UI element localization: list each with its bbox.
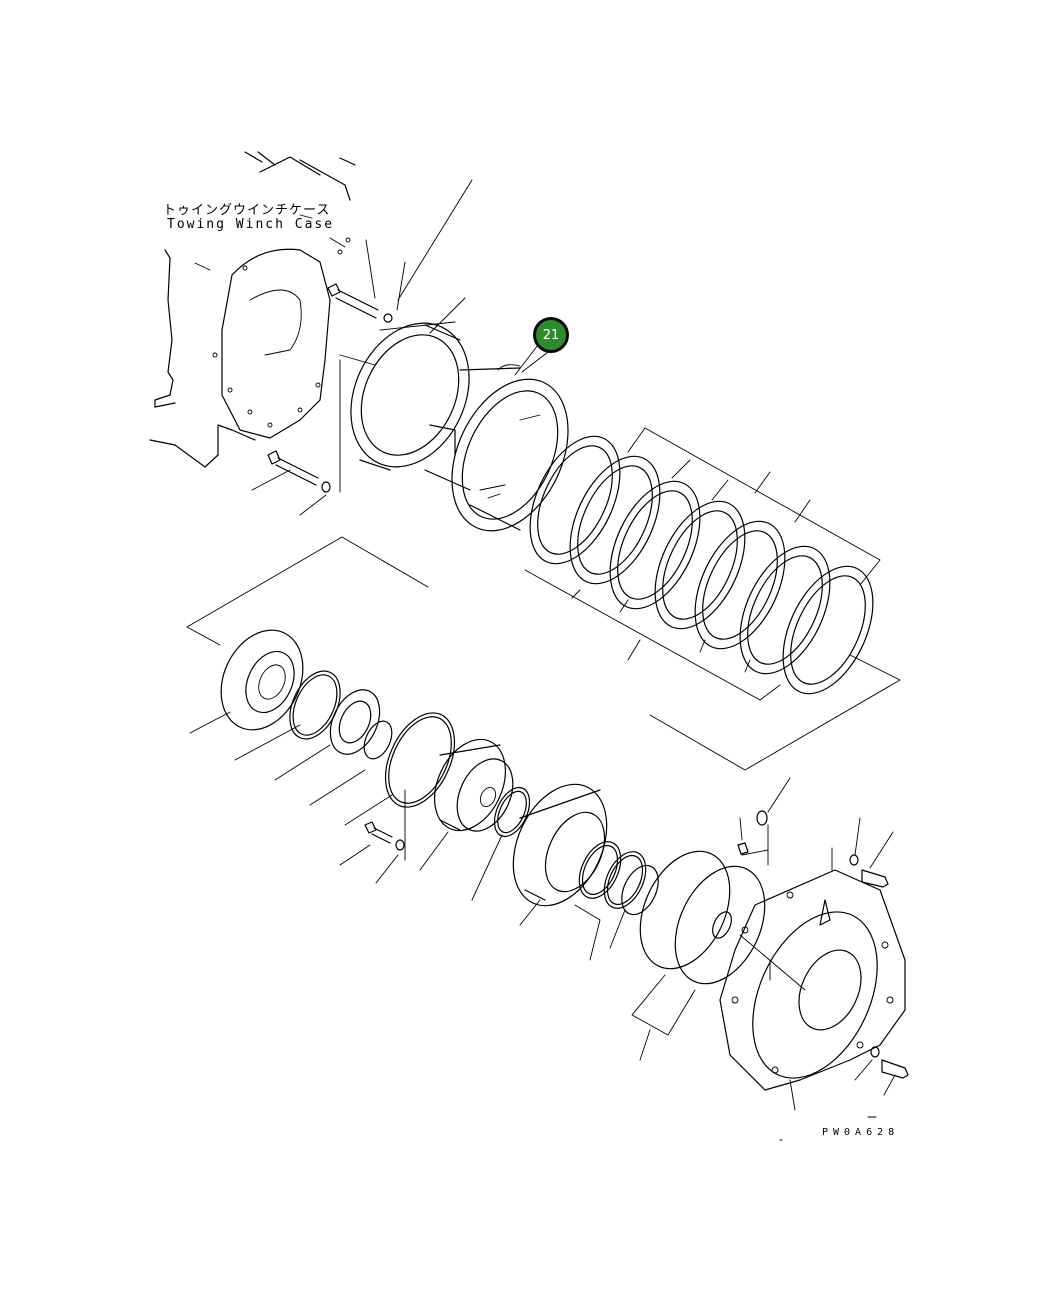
flange-ring — [339, 297, 470, 471]
small-bolt-lower — [339, 821, 405, 884]
ring-gear-hub — [424, 344, 569, 532]
clutch-disc-stack — [524, 427, 901, 771]
friction-plates-lower — [631, 850, 766, 1061]
o-ring-small — [471, 786, 531, 901]
brake-drum — [512, 783, 608, 926]
drawing-code-mark — [779, 1116, 877, 1141]
piston-hub — [419, 738, 514, 871]
callout-21-button[interactable]: 21 — [533, 317, 569, 353]
mounting-bolt-upper — [327, 179, 473, 323]
snap-rings-lower — [274, 670, 393, 806]
mounting-bolt-lower — [251, 359, 341, 516]
seal-rings-pair — [574, 841, 659, 961]
callout-21-leader — [521, 351, 549, 373]
cover-bolts — [849, 817, 909, 1096]
winch-case-housing — [149, 151, 356, 468]
seal-ring-large — [344, 712, 456, 861]
case-name-japanese: トゥイングウインチケース — [163, 203, 331, 218]
drawing-code: PW0A628 — [822, 1127, 900, 1138]
pin-and-plugs — [737, 777, 791, 866]
case-name-english: Towing Winch Case — [167, 217, 335, 232]
end-cover — [719, 847, 906, 1111]
planet-gear — [186, 536, 429, 761]
